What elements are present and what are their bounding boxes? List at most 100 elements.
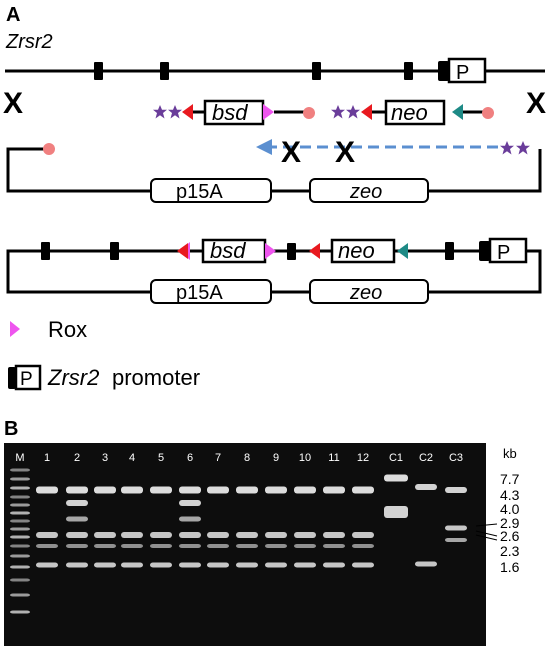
gel-band <box>265 532 287 538</box>
gel-band <box>352 562 374 568</box>
lane-label: 6 <box>187 452 193 464</box>
zeo-label-bottom: zeo <box>349 282 382 304</box>
lane-label: C1 <box>389 452 403 464</box>
gel-band <box>384 474 408 482</box>
promoter-legend-icon-letter: P <box>20 369 33 390</box>
gel-band <box>207 562 229 568</box>
gel-band <box>10 486 30 490</box>
gel-band <box>445 538 467 542</box>
gel-band <box>294 544 316 548</box>
size-label-4-3: 4.3 <box>500 487 520 503</box>
gel-band <box>179 544 201 548</box>
rox-legend-icon <box>10 321 20 337</box>
gel-band <box>10 544 30 548</box>
gel-band <box>150 532 172 538</box>
gel-band <box>236 532 258 538</box>
gel-band <box>10 554 30 558</box>
lane-label: 11 <box>328 452 339 464</box>
gel-band <box>445 525 467 531</box>
bsd-cassette: bsd <box>153 99 315 126</box>
gel-band <box>36 532 58 538</box>
frt-site <box>452 104 463 120</box>
gel-band <box>66 516 88 522</box>
lane-label: M <box>15 452 24 464</box>
gel-band <box>10 565 30 569</box>
gel-band <box>66 486 88 494</box>
kb-unit-label: kb <box>503 446 517 461</box>
gel-band <box>179 486 201 494</box>
gel-band <box>66 562 88 568</box>
zeo-label-top: zeo <box>349 181 382 203</box>
gel-band <box>10 535 30 539</box>
neo-cassette: neo <box>331 99 494 126</box>
size-label-2-9: 2.9 <box>500 515 520 531</box>
gel-band <box>265 562 287 568</box>
size-label-1-6: 1.6 <box>500 559 520 575</box>
gel-band <box>236 544 258 548</box>
gel-band <box>323 532 345 538</box>
gel-band <box>10 495 30 499</box>
gel-bands <box>10 468 467 614</box>
neo-label-bottom: neo <box>338 238 375 263</box>
gel-band <box>121 562 143 568</box>
panel-b-letter: B <box>4 418 18 440</box>
gel-band <box>10 593 30 597</box>
gel-band <box>94 486 116 494</box>
gel-band <box>36 486 58 494</box>
gel-band <box>150 562 172 568</box>
promoter-box: P <box>447 57 487 84</box>
gel-band <box>207 532 229 538</box>
lane-label: 12 <box>357 452 369 464</box>
p15a-label-bottom: p15A <box>176 282 223 304</box>
promoter-legend-text: promoter <box>112 365 200 390</box>
gel-band <box>94 562 116 568</box>
gel-band <box>415 484 437 490</box>
gel-band <box>121 486 143 494</box>
gel-band <box>10 519 30 523</box>
gel-band <box>294 562 316 568</box>
lane-label: 2 <box>74 452 80 464</box>
gel-band <box>236 562 258 568</box>
crossover-mid-left: X <box>281 136 301 169</box>
loxp-site <box>361 104 372 120</box>
gel-band <box>121 544 143 548</box>
lane-label: 4 <box>129 452 135 464</box>
gel-band <box>150 486 172 494</box>
panel-a-letter: A <box>6 4 20 26</box>
gel-band <box>10 468 30 472</box>
rox-legend-text: Rox <box>48 317 87 342</box>
gel-band <box>10 503 30 507</box>
gel-band <box>10 610 30 614</box>
gel-band <box>94 532 116 538</box>
gel-band <box>236 486 258 494</box>
gel-band <box>179 500 201 506</box>
gel-band <box>10 578 30 582</box>
gel-band <box>323 486 345 494</box>
gel-band <box>207 544 229 548</box>
gel-band <box>323 544 345 548</box>
gel-band <box>179 516 201 522</box>
promoter-box-letter-bottom: P <box>497 242 510 264</box>
gel-band <box>384 506 408 518</box>
lane-label: 8 <box>244 452 250 464</box>
gel-band <box>10 511 30 515</box>
size-label-2-3: 2.3 <box>500 543 520 559</box>
lane-label: 1 <box>44 452 50 464</box>
gel-band <box>352 544 374 548</box>
gel-band <box>323 562 345 568</box>
gel-band <box>121 532 143 538</box>
bsd-label-bottom: bsd <box>210 238 246 263</box>
bsd-label: bsd <box>212 100 248 125</box>
lane-label: C3 <box>449 452 463 464</box>
gel-band <box>294 486 316 494</box>
gel-band <box>10 477 30 481</box>
promoter-legend-cap <box>8 367 16 389</box>
gel-band <box>10 527 30 531</box>
gene-label: Zrsr2 <box>5 31 53 53</box>
legend: Rox P Zrsr2 promoter <box>8 317 200 391</box>
gel-band <box>66 500 88 506</box>
loxp-site <box>182 104 193 120</box>
gel-band <box>94 544 116 548</box>
size-pointer-lines <box>475 523 498 541</box>
